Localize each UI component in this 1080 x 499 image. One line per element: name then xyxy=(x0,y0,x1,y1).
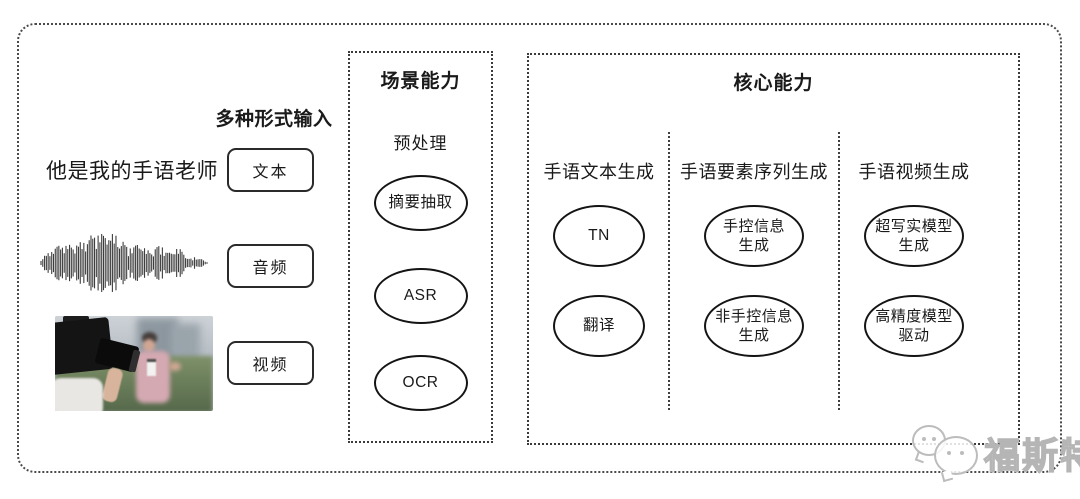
input-type-label: 视频 xyxy=(252,357,289,374)
video-microphone xyxy=(146,358,156,376)
sample-text-sentence: 他是我的手语老师 xyxy=(46,160,218,183)
input-type-box-text: 文本 xyxy=(227,148,314,192)
column-sign-element-sequence-generation: 手语要素序列生成 手控信息 生成 非手控信息 生成 xyxy=(669,55,839,443)
bubble-eye xyxy=(947,451,951,455)
column-header: 手语要素序列生成 xyxy=(680,162,828,182)
column-divider xyxy=(668,132,670,410)
core-capability-box: 核心能力 手语文本生成 TN 翻译 手语要素序列生成 手控信息 生成 非手控信息… xyxy=(527,53,1020,445)
outer-dotted-frame xyxy=(17,23,1062,473)
preprocessing-label: 预处理 xyxy=(393,134,448,153)
node-high-precision-model-driving: 高精度模型 驱动 xyxy=(864,295,964,357)
watermark: 福斯特 xyxy=(908,421,1080,483)
bubble-eye xyxy=(932,437,936,441)
column-sign-video-generation: 手语视频生成 超写实模型 生成 高精度模型 驱动 xyxy=(839,55,989,443)
column-divider xyxy=(838,132,840,410)
input-type-label: 文本 xyxy=(252,164,289,181)
video-cameraman-sleeve xyxy=(55,378,103,411)
node-asr: ASR xyxy=(373,268,468,324)
input-type-label: 音频 xyxy=(252,260,289,277)
input-type-box-video: 视频 xyxy=(227,341,314,385)
node-summary-extraction: 摘要抽取 xyxy=(373,175,468,231)
audio-waveform-icon xyxy=(40,234,208,292)
input-section-label: 多种形式输入 xyxy=(215,109,333,130)
node-tn: TN xyxy=(553,205,645,267)
scene-capability-box: 场景能力 预处理 摘要抽取 ASR OCR xyxy=(348,51,493,443)
watermark-text: 福斯特 xyxy=(983,434,1080,476)
scene-capability-title: 场景能力 xyxy=(380,71,461,92)
video-reporter-hand xyxy=(168,361,181,371)
bubble-eye xyxy=(960,451,964,455)
node-ocr: OCR xyxy=(373,355,468,411)
column-sign-text-generation: 手语文本生成 TN 翻译 xyxy=(529,55,669,443)
node-manual-info-generation: 手控信息 生成 xyxy=(704,205,804,267)
watermark-bubble-tail xyxy=(940,469,954,483)
node-hyperrealistic-model-generation: 超写实模型 生成 xyxy=(864,205,964,267)
node-non-manual-info-generation: 非手控信息 生成 xyxy=(704,295,804,357)
node-translation: 翻译 xyxy=(553,295,645,357)
chat-bubble-icon xyxy=(934,436,978,475)
input-type-box-audio: 音频 xyxy=(227,244,314,288)
bubble-eye xyxy=(922,437,926,441)
video-frame-image xyxy=(55,316,213,411)
column-header: 手语文本生成 xyxy=(543,162,655,182)
video-reporter-face xyxy=(143,338,156,352)
column-header: 手语视频生成 xyxy=(858,162,970,182)
core-capability-title: 核心能力 xyxy=(733,73,814,94)
